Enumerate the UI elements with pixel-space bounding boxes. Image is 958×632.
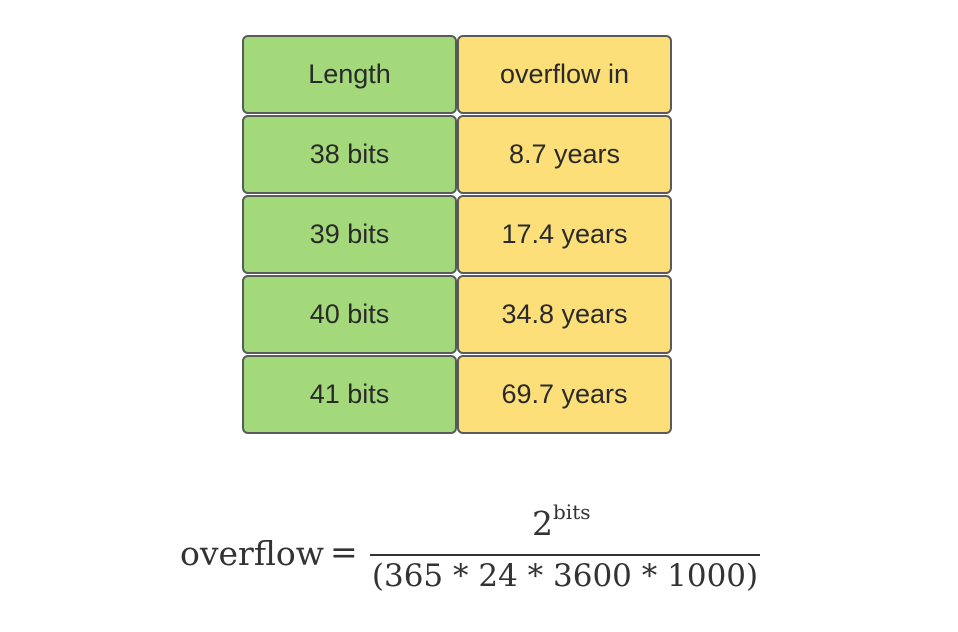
overflow-cell: 34.8 years (457, 275, 672, 354)
table-row: 40 bits 34.8 years (242, 275, 672, 355)
numerator-base: 2 (532, 504, 553, 543)
fraction-bar (370, 554, 760, 556)
overflow-cell: 69.7 years (457, 355, 672, 434)
table-header-row: Length overflow in (242, 35, 672, 115)
header-length: Length (242, 35, 457, 114)
overflow-formula: overflow = 2bits (365 * 24 * 3600 * 1000… (180, 498, 770, 608)
table-row: 38 bits 8.7 years (242, 115, 672, 195)
header-overflow-in: overflow in (457, 35, 672, 114)
table-row: 41 bits 69.7 years (242, 355, 672, 435)
numerator-exponent: bits (553, 500, 591, 524)
overflow-cell: 17.4 years (457, 195, 672, 274)
formula-lhs: overflow (180, 534, 324, 573)
formula-denominator: (365 * 24 * 3600 * 1000) (371, 558, 759, 594)
length-cell: 40 bits (242, 275, 457, 354)
length-cell: 38 bits (242, 115, 457, 194)
formula-numerator: 2bits (532, 500, 591, 543)
length-cell: 39 bits (242, 195, 457, 274)
overflow-table: Length overflow in 38 bits 8.7 years 39 … (242, 35, 672, 435)
length-cell: 41 bits (242, 355, 457, 434)
formula-equals-sign: = (330, 532, 358, 571)
table-row: 39 bits 17.4 years (242, 195, 672, 275)
overflow-cell: 8.7 years (457, 115, 672, 194)
